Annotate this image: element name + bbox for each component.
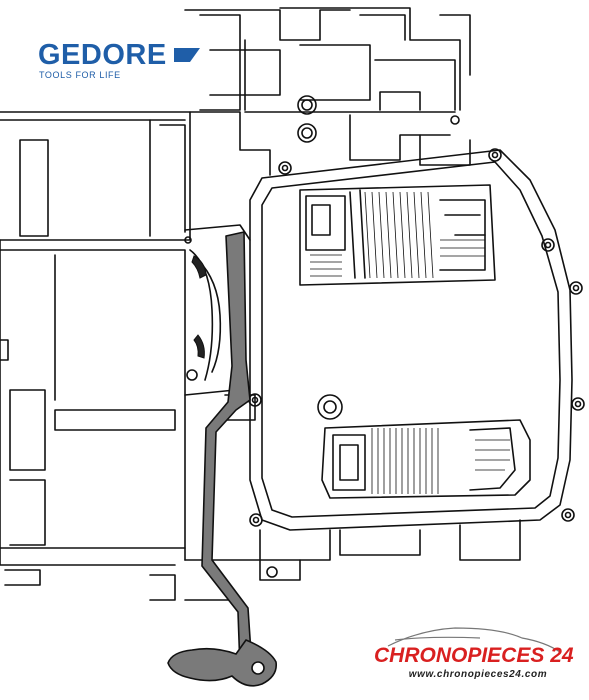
brand-flag-icon [174, 48, 200, 62]
watermark-logo: CHRONOPIECES 24 [374, 644, 574, 667]
brand-tagline: TOOLS FOR LIFE [39, 70, 121, 80]
oil-pan-frame [248, 148, 585, 531]
brand-name: GEDORE [38, 39, 167, 71]
upper-gear-window [299, 184, 496, 286]
watermark-url: www.chronopieces24.com [408, 669, 548, 680]
special-tool [167, 231, 278, 687]
watermark-car-icon [387, 627, 561, 653]
lower-gear-window [321, 419, 531, 499]
watermark-name: CHRONOPIECES 24 [374, 644, 574, 667]
lower-casing [184, 519, 521, 601]
lower-gear-hatching [371, 428, 510, 494]
left-housing [0, 111, 191, 601]
retainer-clip [191, 255, 207, 359]
top-housing [184, 7, 471, 176]
upper-gear-hatching [310, 191, 485, 279]
brand-logo: GEDORE TOOLS FOR LIFE [30, 38, 208, 86]
